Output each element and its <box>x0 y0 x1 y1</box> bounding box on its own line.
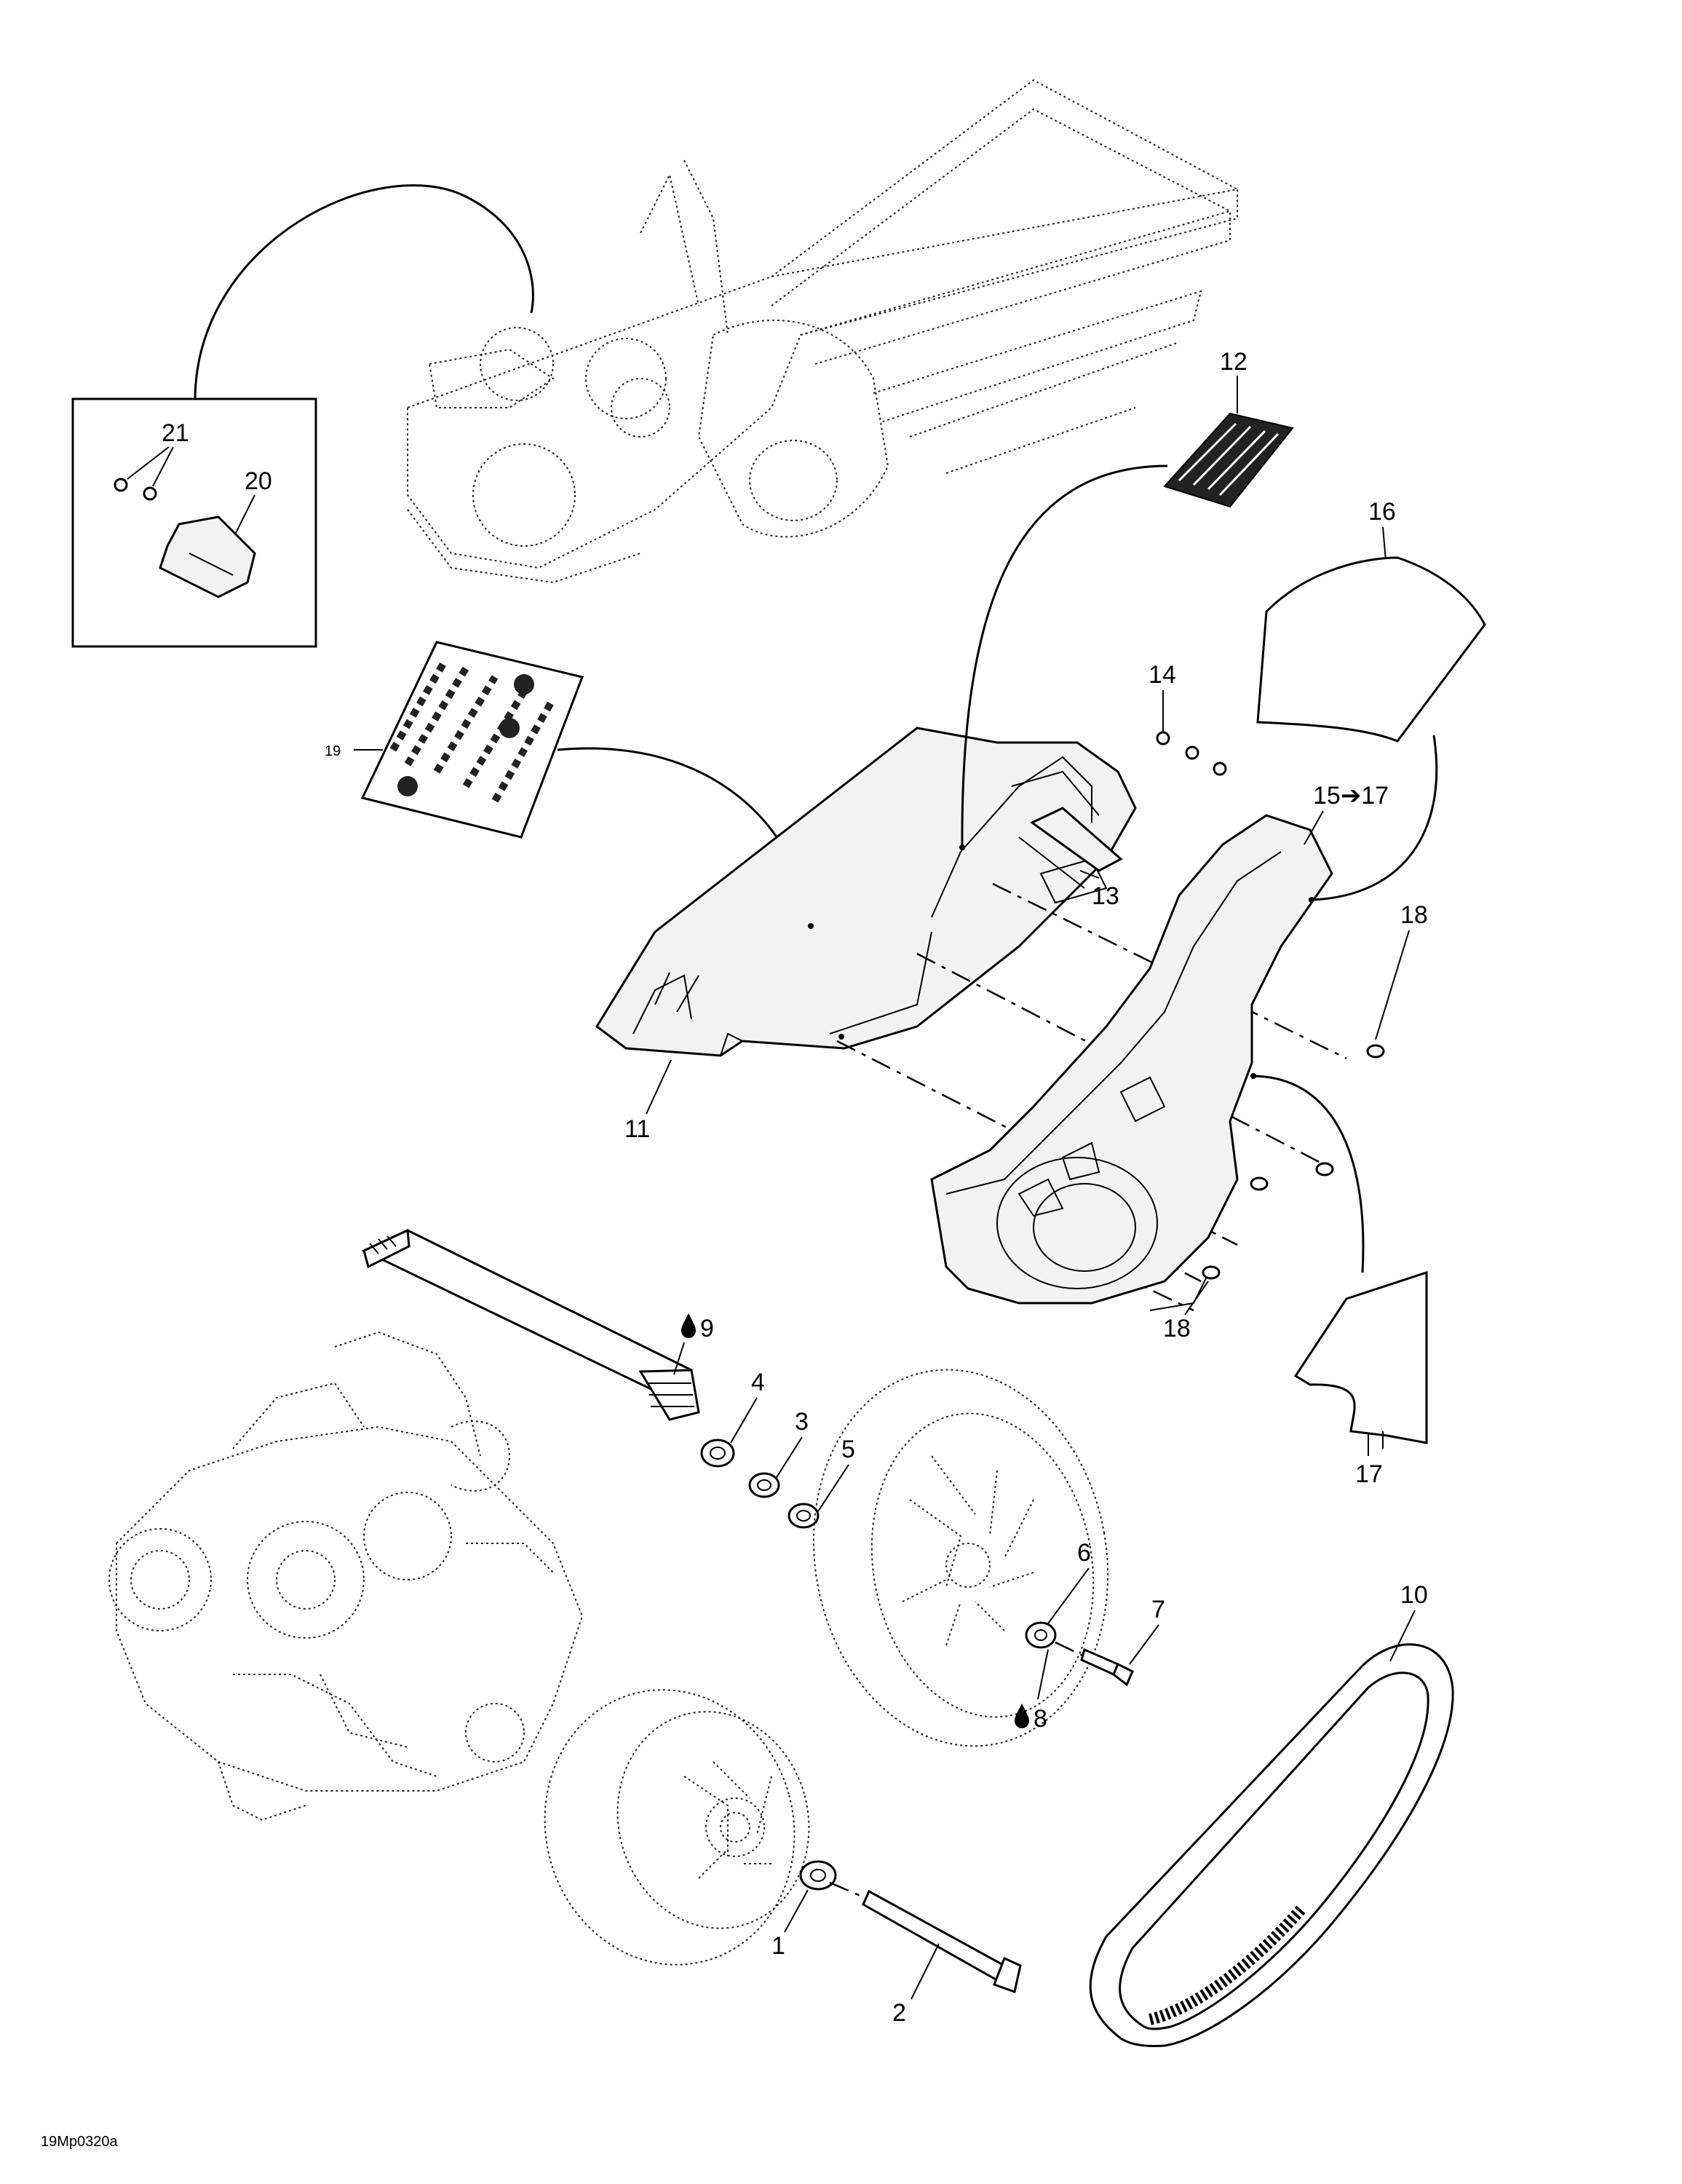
fasteners-18: 18 18 <box>1163 901 1428 1342</box>
drive-pulley <box>812 1369 1109 1747</box>
callout-18b: 18 <box>1163 1315 1191 1342</box>
shield-16: 16 <box>1256 498 1486 743</box>
pulley-hardware: 6 7 8 <box>1015 1539 1165 1733</box>
callout-15: 15➔17 <box>1313 782 1389 810</box>
leader-12 <box>961 464 1168 848</box>
leader-16 <box>1312 735 1438 901</box>
callout-16: 16 <box>1368 498 1396 526</box>
item-9: 9 <box>673 1313 714 1375</box>
washers: 4 3 5 <box>700 1369 855 1529</box>
belt-guard-cover-15 <box>930 814 1333 1311</box>
callout-7: 7 <box>1151 1596 1165 1623</box>
callout-18a: 18 <box>1400 901 1428 929</box>
callout-11: 11 <box>624 1115 650 1143</box>
callout-6: 6 <box>1077 1539 1091 1567</box>
bracket-13: 13 <box>1018 807 1123 910</box>
leader-chassis-inset <box>194 184 534 400</box>
callout-14: 14 <box>1149 661 1176 689</box>
drive-belt-10: 10 <box>1089 1581 1454 2047</box>
decal-19: 19 <box>325 641 584 839</box>
drop-icon <box>1015 1704 1029 1728</box>
callout-21: 21 <box>162 419 189 447</box>
callout-9: 9 <box>700 1315 714 1342</box>
callout-12: 12 <box>1220 348 1247 376</box>
figure-code: 19Mp0320a <box>41 2134 119 2150</box>
drop-icon <box>681 1313 696 1338</box>
callout-5: 5 <box>841 1436 855 1463</box>
driven-pulley-hardware: 1 2 <box>771 1860 1022 2027</box>
screw-21b <box>143 486 157 501</box>
callout-1: 1 <box>771 1932 785 1960</box>
callout-20: 20 <box>245 467 272 495</box>
leader-17 <box>1253 1075 1365 1273</box>
decal-12: 12 <box>1163 348 1294 508</box>
screws-14: 14 <box>1149 661 1227 776</box>
callout-13: 13 <box>1092 882 1119 910</box>
engine <box>108 1331 584 1821</box>
callout-17: 17 <box>1355 1460 1383 1488</box>
driven-pulley <box>544 1689 810 1966</box>
drive-shaft <box>361 1228 700 1421</box>
screw-21a <box>114 478 128 492</box>
chassis-assembly <box>407 79 1238 584</box>
callout-10: 10 <box>1400 1581 1428 1609</box>
shield-17: 17 <box>1293 1270 1428 1488</box>
callout-2: 2 <box>892 1999 906 2027</box>
belt-guard-11 <box>595 727 1137 1057</box>
inset-box: 21 20 <box>71 397 317 648</box>
callout-19: 19 <box>325 743 341 759</box>
bracket-20 <box>159 515 256 598</box>
callout-3: 3 <box>795 1408 809 1436</box>
callout-8: 8 <box>1034 1705 1047 1733</box>
callout-4: 4 <box>751 1369 765 1396</box>
